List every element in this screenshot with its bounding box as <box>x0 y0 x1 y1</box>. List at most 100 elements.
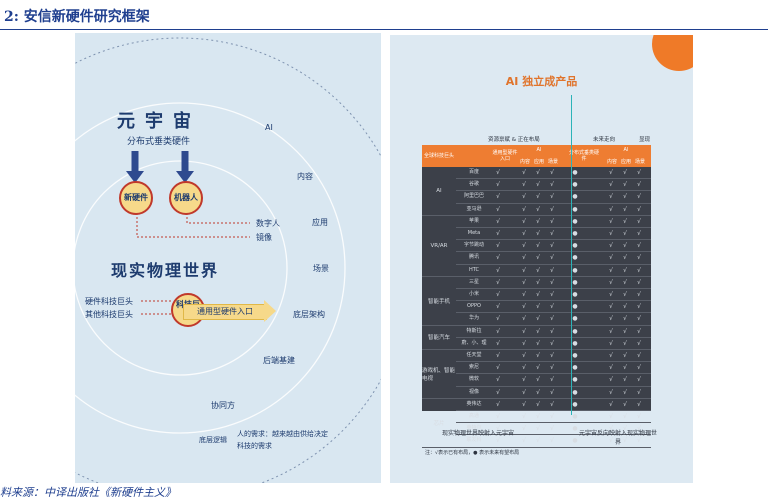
company-name: 小米 <box>456 289 492 300</box>
check-mark: √ <box>546 301 558 312</box>
check-mark: √ <box>605 191 617 202</box>
company-name: 任天堂 <box>456 350 492 361</box>
check-mark: √ <box>633 277 645 288</box>
company-name: 联发科 <box>456 435 492 446</box>
check-mark: √ <box>546 167 558 178</box>
check-mark: √ <box>518 216 530 227</box>
check-mark: √ <box>546 179 558 190</box>
table-row: 小米√√√√●√√√ <box>456 289 651 301</box>
check-mark: √ <box>532 240 544 251</box>
check-mark: √ <box>605 301 617 312</box>
other-giants-label: 其他科技巨头 <box>85 309 133 320</box>
check-mark: √ <box>518 411 530 422</box>
check-mark: √ <box>546 228 558 239</box>
check-mark: √ <box>633 252 645 263</box>
divider-line <box>571 95 572 415</box>
check-mark: √ <box>518 423 530 434</box>
check-mark: √ <box>518 362 530 373</box>
table-row: HTC√√√√●√√√ <box>456 265 651 277</box>
check-mark: √ <box>619 313 631 324</box>
bottom-left-label: 现实物理世界映射入元宇宙 <box>438 428 518 437</box>
company-name: OPPO <box>456 301 492 312</box>
check-mark: √ <box>492 265 504 276</box>
check-mark: √ <box>518 167 530 178</box>
check-mark: √ <box>546 326 558 337</box>
check-mark: √ <box>518 289 530 300</box>
company-name: 字节跳动 <box>456 240 492 251</box>
company-name: 腾讯 <box>456 252 492 263</box>
check-mark: √ <box>619 265 631 276</box>
check-mark: √ <box>532 362 544 373</box>
company-name: 百度 <box>456 167 492 178</box>
check-mark: √ <box>532 387 544 398</box>
check-mark: √ <box>546 240 558 251</box>
check-mark: √ <box>619 362 631 373</box>
group-label: 智能汽车 <box>422 326 456 350</box>
check-mark: √ <box>633 191 645 202</box>
check-mark: √ <box>546 313 558 324</box>
check-mark: √ <box>605 350 617 361</box>
group-label: 芯片 <box>422 399 456 448</box>
group-label: 智能手机 <box>422 277 456 326</box>
check-mark: √ <box>605 216 617 227</box>
table-row: 谷歌√√√√●√√√ <box>456 179 651 191</box>
check-mark: √ <box>492 399 504 410</box>
check-mark: √ <box>633 179 645 190</box>
check-mark: √ <box>532 301 544 312</box>
company-name: 英伟达 <box>456 399 492 410</box>
check-mark: √ <box>532 435 544 446</box>
check-mark: √ <box>633 350 645 361</box>
check-mark: √ <box>546 191 558 202</box>
hardware-giants-label: 硬件科技巨头 <box>85 296 133 307</box>
check-mark: √ <box>605 228 617 239</box>
check-mark: √ <box>605 252 617 263</box>
check-mark: √ <box>492 362 504 373</box>
check-mark: √ <box>532 277 544 288</box>
mirror-label: 镜像 <box>256 232 272 243</box>
check-mark: √ <box>546 277 558 288</box>
company-name: 特斯拉 <box>456 326 492 337</box>
table-row: 蔚、小、理√√√√●√√√ <box>456 338 651 350</box>
figure-title: 2: 安信新硬件研究框架 <box>4 6 150 26</box>
general-gateway-label: 通用型硬件入口 <box>183 304 267 320</box>
check-mark: √ <box>546 350 558 361</box>
check-mark: √ <box>532 399 544 410</box>
check-mark: √ <box>633 338 645 349</box>
check-mark: √ <box>532 289 544 300</box>
check-mark: √ <box>605 338 617 349</box>
sun-icon <box>652 35 693 71</box>
group-label: 游戏机、智能电视 <box>422 350 456 399</box>
layer-ai: AI <box>265 123 273 132</box>
check-mark: √ <box>619 179 631 190</box>
table-row: 英伟达√√√√●√√√ <box>456 399 651 411</box>
digital-human-label: 数字人 <box>256 218 280 229</box>
top-label-right: 显现 <box>639 135 650 143</box>
col-group-label: 全球科技巨头 <box>422 145 456 167</box>
check-mark: √ <box>492 240 504 251</box>
check-mark: √ <box>492 350 504 361</box>
table-row: 阿里巴巴√√√√●√√√ <box>456 191 651 203</box>
check-mark: √ <box>605 265 617 276</box>
company-name: Meta <box>456 228 492 239</box>
check-mark: √ <box>619 399 631 410</box>
robot-node: 机器人 <box>169 181 203 215</box>
check-mark: √ <box>532 167 544 178</box>
check-mark: √ <box>619 338 631 349</box>
check-mark: √ <box>518 326 530 337</box>
check-mark: √ <box>492 338 504 349</box>
check-mark: √ <box>633 240 645 251</box>
check-mark: √ <box>492 191 504 202</box>
check-mark: √ <box>518 350 530 361</box>
check-mark: √ <box>605 277 617 288</box>
check-mark: √ <box>492 374 504 385</box>
check-mark: √ <box>546 204 558 215</box>
logic-title: 底层逻辑 <box>199 435 227 445</box>
check-mark: √ <box>532 252 544 263</box>
table-row: 华为√√√√●√√√ <box>456 313 651 325</box>
layer-backend: 后端基建 <box>263 355 295 366</box>
check-mark: √ <box>532 374 544 385</box>
check-mark: √ <box>605 399 617 410</box>
check-mark: √ <box>546 374 558 385</box>
check-mark: √ <box>518 240 530 251</box>
check-mark: √ <box>518 313 530 324</box>
